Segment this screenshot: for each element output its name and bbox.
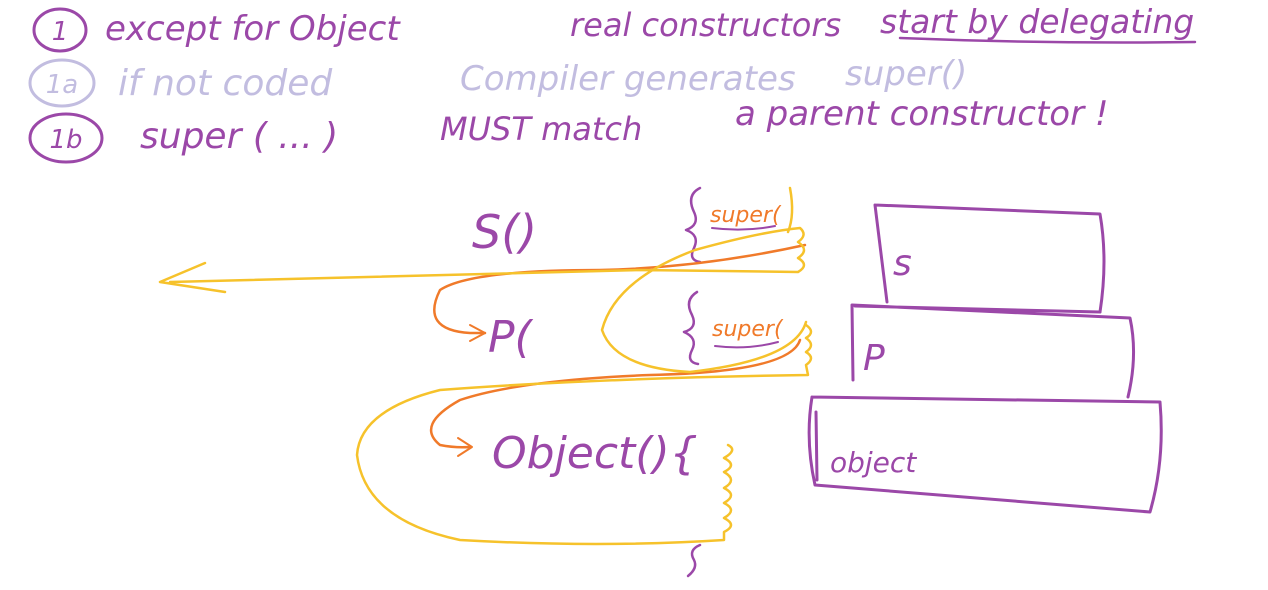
p-constructor-label: P( xyxy=(488,312,534,363)
box-p-label: P xyxy=(863,338,885,379)
note-text-1b: real constructors xyxy=(570,6,841,44)
note-line-1b: 1b super ( ... ) MUST match a parent con… xyxy=(28,94,1109,164)
note-text-1b-2: MUST match xyxy=(440,110,642,148)
underline-super-s xyxy=(711,225,776,231)
object-stack-diagram: s P object xyxy=(807,203,1163,514)
box-s-label: s xyxy=(893,243,912,284)
underline-delegating xyxy=(898,36,1197,44)
note-line-1a: 1a if not coded Compiler generates super… xyxy=(28,54,967,108)
note-text-1a-1: if not coded xyxy=(118,63,333,104)
s-constructor-label: S() xyxy=(472,205,537,259)
note-text-1b-3: a parent constructor ! xyxy=(735,94,1109,134)
note-text-1c: start by delegating xyxy=(880,2,1194,41)
arrow-head-p-icon xyxy=(469,324,486,342)
object-constructor-label: Object(){ xyxy=(492,428,698,479)
marker-circle-1a xyxy=(28,58,96,108)
note-text-1a: except for Object xyxy=(105,9,401,49)
underline-super-p xyxy=(714,341,779,349)
brace-s-icon xyxy=(684,186,702,264)
constructor-code: S() P( Object(){ super( super( xyxy=(472,186,784,578)
marker-label-1b: 1b xyxy=(49,125,82,155)
brace-end-icon xyxy=(686,543,702,578)
return-path-object xyxy=(355,323,813,546)
return-paths xyxy=(158,186,813,546)
arrow-head-object-icon xyxy=(457,437,473,457)
box-p xyxy=(850,303,1136,399)
yellow-super-s-tick xyxy=(786,186,794,234)
return-path-p xyxy=(168,226,808,374)
note-line-1: 1 except for Object real constructors st… xyxy=(32,2,1197,53)
return-arrow-head-icon xyxy=(158,261,227,294)
marker-label-1: 1 xyxy=(52,17,69,47)
brace-p-icon xyxy=(682,290,700,366)
box-object xyxy=(807,395,1163,514)
delegate-arrow-p-to-object xyxy=(429,338,802,449)
note-text-1a-3: super() xyxy=(845,54,967,94)
marker-circle-1 xyxy=(32,7,88,53)
note-text-1a-2: Compiler generates xyxy=(460,59,796,99)
marker-circle-1b xyxy=(28,112,104,164)
note-text-1b-1: super ( ... ) xyxy=(140,116,338,157)
box-s xyxy=(873,203,1106,314)
box-object-label: object xyxy=(830,446,917,479)
super-call-p: super( xyxy=(712,317,784,342)
marker-label-1a: 1a xyxy=(46,70,78,100)
super-call-s: super( xyxy=(710,203,782,228)
